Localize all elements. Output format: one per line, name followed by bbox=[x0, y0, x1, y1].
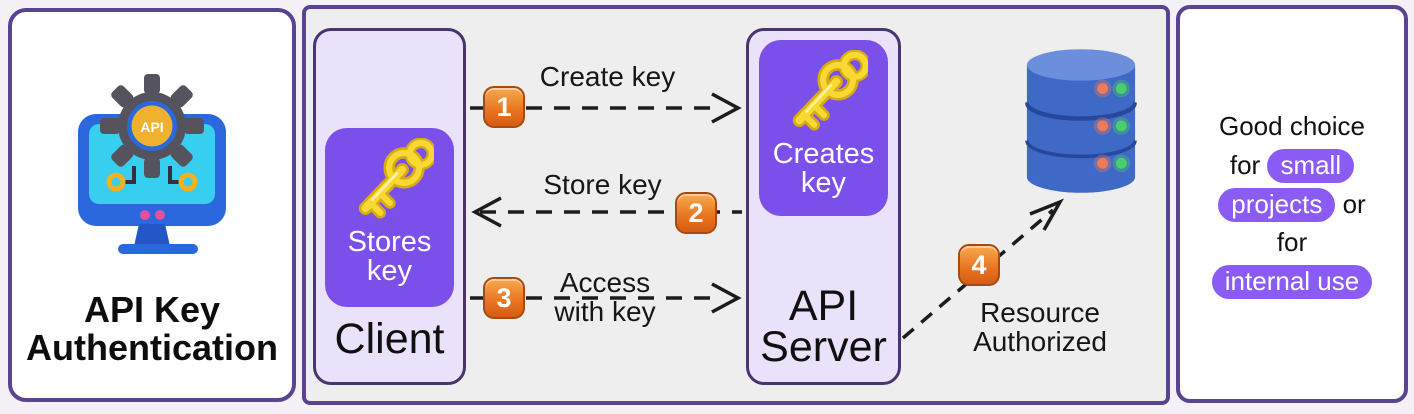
note-line1: Good choice bbox=[1219, 110, 1365, 141]
server-creates-key-card: Creates key bbox=[759, 40, 888, 216]
note-line3-text: or bbox=[1342, 188, 1366, 219]
page-title: API Key Authentication bbox=[26, 291, 278, 367]
step-3-label: Access with key bbox=[500, 268, 710, 327]
server-card-label-line1: Creates bbox=[772, 138, 875, 170]
note-line4: for bbox=[1276, 227, 1308, 258]
client-card-label-line2: key bbox=[366, 255, 413, 287]
page-title-line1: API Key bbox=[83, 289, 221, 330]
api-server-box: Creates key API Server bbox=[746, 28, 901, 385]
step-2-badge: 2 bbox=[675, 192, 717, 234]
note-pill-projects: projects bbox=[1218, 187, 1336, 222]
step-3-label-line1: Access bbox=[559, 267, 651, 298]
api-server-label-line1: API bbox=[788, 282, 859, 331]
note-line3: projects or bbox=[1212, 186, 1372, 223]
note-line2-text: for bbox=[1229, 149, 1261, 180]
note-pill-internal-use: internal use bbox=[1211, 265, 1373, 300]
api-server-label-line2: Server bbox=[760, 323, 887, 372]
note-line5: internal use bbox=[1211, 263, 1373, 300]
title-panel: API API Key Authentication bbox=[8, 8, 296, 402]
step-3-label-line2: with key bbox=[554, 296, 656, 328]
server-card-label-line2: key bbox=[800, 167, 847, 199]
step-4-label-line2: Authorized bbox=[973, 326, 1107, 358]
step-1-label: Create key bbox=[539, 61, 676, 92]
key-icon bbox=[358, 138, 434, 219]
client-card-label: Stores key bbox=[348, 228, 432, 286]
step-4-badge: 4 bbox=[958, 244, 1000, 286]
gear-icon: API bbox=[100, 74, 204, 178]
arrow-store-key bbox=[471, 196, 742, 228]
client-stores-key-card: Stores key bbox=[325, 128, 454, 307]
api-monitor-icon: API bbox=[72, 70, 232, 265]
server-card-label: Creates key bbox=[773, 140, 875, 198]
step-1-badge: 1 bbox=[483, 86, 525, 128]
note-line2: for small bbox=[1212, 147, 1372, 184]
note-text: Good choice for small projects or for in… bbox=[1211, 106, 1373, 303]
api-badge-text: API bbox=[140, 119, 163, 135]
step-2-label: Store key bbox=[543, 169, 662, 200]
client-card-label-line1: Stores bbox=[347, 226, 432, 258]
database-icon bbox=[1022, 46, 1140, 201]
note-pill-small: small bbox=[1267, 148, 1355, 183]
key-icon bbox=[792, 50, 868, 131]
client-box: Stores key Client bbox=[313, 28, 466, 385]
note-panel: Good choice for small projects or for in… bbox=[1176, 5, 1408, 403]
step-4-label: Resource Authorized bbox=[940, 298, 1140, 357]
step-3-badge: 3 bbox=[483, 277, 525, 319]
step-4-label-line1: Resource bbox=[980, 297, 1100, 328]
page-title-line2: Authentication bbox=[26, 326, 278, 368]
api-server-label: API Server bbox=[749, 282, 898, 372]
client-label: Client bbox=[334, 315, 445, 364]
